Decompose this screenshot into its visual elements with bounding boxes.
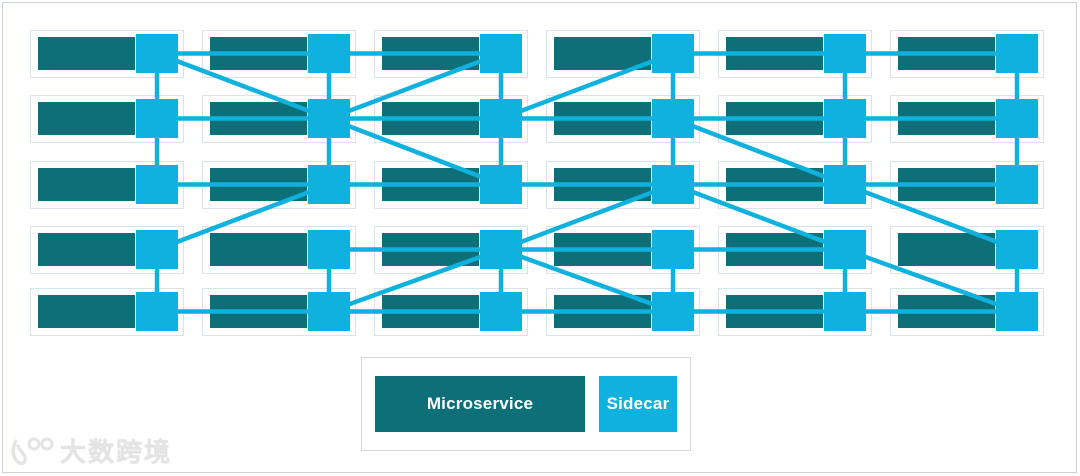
watermark-logo-icon (11, 437, 54, 466)
microservice-block (554, 37, 651, 70)
mesh-link (328, 116, 502, 187)
service-cell-r5c1 (30, 288, 184, 336)
mesh-link (156, 51, 330, 121)
mesh-link (672, 116, 846, 187)
microservice-block (38, 168, 135, 201)
legend-microservice-swatch: Microservice (375, 376, 585, 432)
legend-sidecar-label: Sidecar (606, 394, 670, 413)
microservice-block (38, 295, 135, 328)
mesh-link (500, 247, 674, 314)
watermark-brand-text: 大数跨境 (60, 437, 173, 468)
service-cell-r4c2 (202, 226, 356, 274)
microservice-block (38, 233, 135, 266)
legend-microservice-label: Microservice (426, 394, 534, 413)
mesh-link (672, 182, 846, 252)
mesh-link (844, 182, 1018, 252)
mesh-link (500, 182, 674, 252)
legend: Microservice Sidecar (361, 357, 691, 451)
mesh-link (844, 247, 1018, 314)
service-cell-r4c6 (890, 226, 1044, 274)
mesh-link (500, 51, 674, 121)
microservice-block (898, 233, 995, 266)
microservice-block (38, 37, 135, 70)
mesh-link (156, 182, 330, 252)
microservice-block (210, 233, 307, 266)
microservice-block (38, 102, 135, 135)
mesh-link (328, 247, 502, 314)
legend-sidecar-swatch: Sidecar (599, 376, 677, 432)
mesh-link (328, 51, 502, 121)
watermark: 大数跨境 (10, 430, 172, 470)
